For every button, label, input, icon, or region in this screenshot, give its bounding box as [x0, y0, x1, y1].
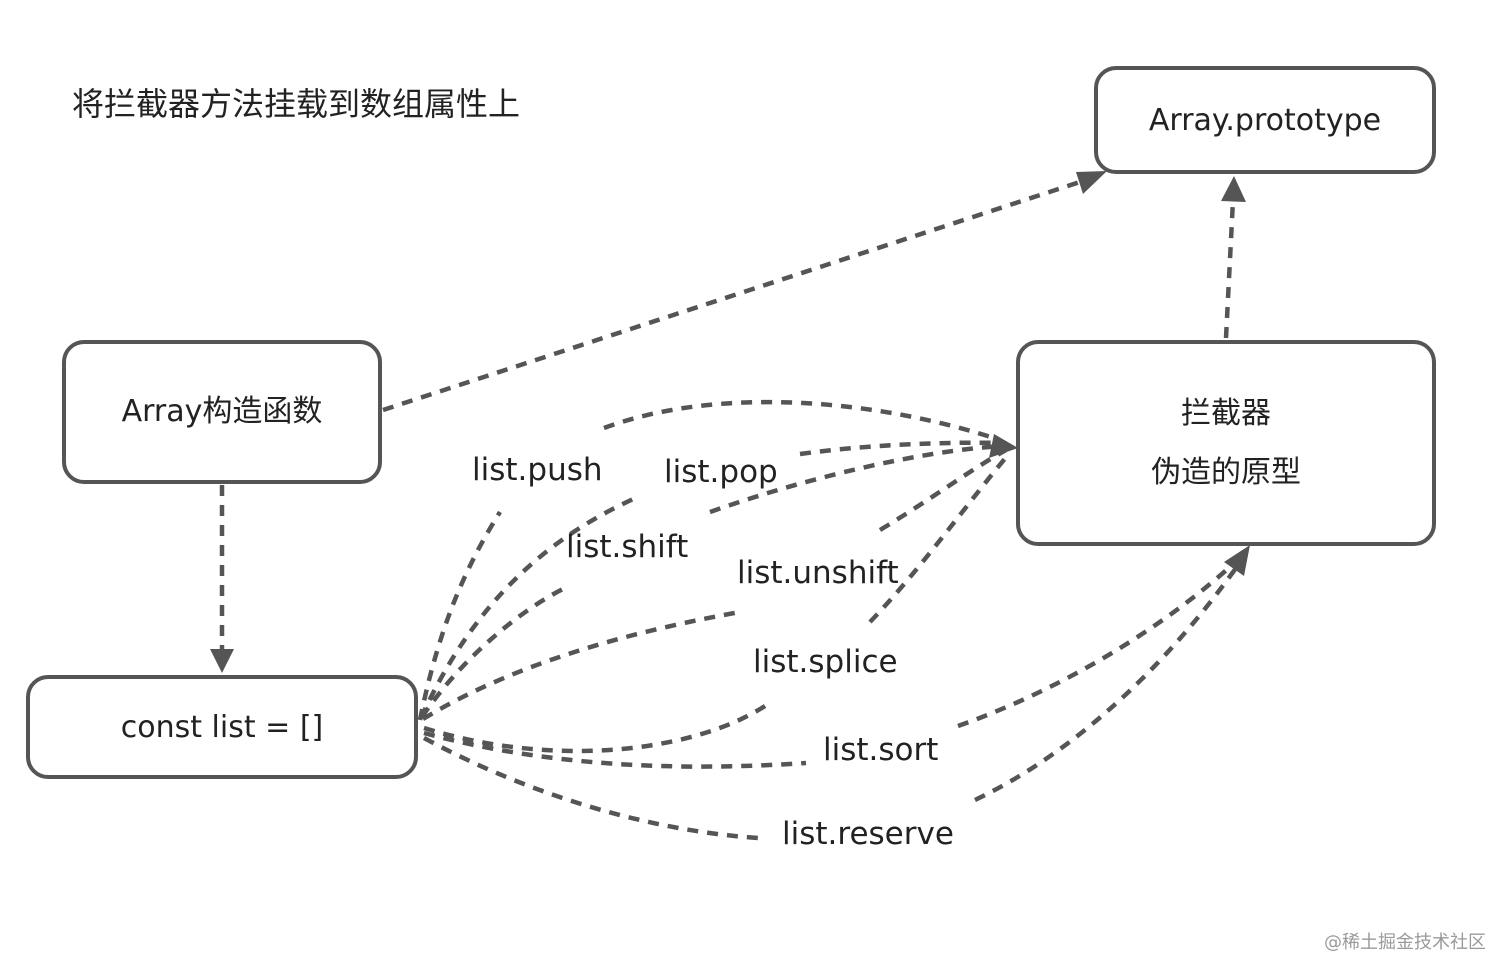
label-list-splice: list.splice: [753, 644, 898, 680]
edge-shift: [709, 443, 1006, 515]
node-array-constructor-label: Array构造函数: [122, 394, 323, 429]
node-interceptor: 拦截器 伪造的原型: [1016, 340, 1436, 546]
label-list-shift: list.shift: [566, 529, 688, 565]
watermark-text: @稀土掘金技术社区: [1324, 932, 1486, 953]
edge-sort: [957, 563, 1234, 729]
edge-splice: [868, 453, 1010, 624]
edge-splice: [423, 702, 770, 754]
edge-reserve: [422, 736, 759, 841]
diagram-title: 将拦截器方法挂载到数组属性上: [72, 85, 520, 123]
label-list-reserve: list.reserve: [782, 816, 954, 852]
node-interceptor-sublabel: 伪造的原型: [1151, 455, 1301, 490]
edge-sort: [423, 730, 807, 769]
label-list-pop: list.pop: [664, 454, 778, 490]
sort-reserve-arrowhead: [1224, 545, 1250, 576]
edge-constructor-to-prototype-arrowhead: [1076, 171, 1107, 194]
edge-pop: [418, 493, 641, 719]
label-list-unshift: list.unshift: [737, 555, 899, 591]
node-array-constructor: Array构造函数: [62, 340, 382, 484]
node-array-prototype-label: Array.prototype: [1149, 103, 1381, 138]
edge-constructor-to-prototype: [382, 177, 1087, 413]
edge-pop: [799, 440, 1006, 457]
edge-reserve: [974, 566, 1238, 803]
edge-interceptor-to-prototype-arrowhead: [1221, 176, 1246, 202]
edge-push: [417, 510, 502, 721]
label-list-sort: list.sort: [823, 732, 938, 768]
edge-interceptor-to-prototype: [1223, 199, 1236, 339]
edge-unshift: [878, 448, 1008, 532]
method-edges-arrowhead: [989, 434, 1018, 458]
edge-push: [603, 399, 1001, 443]
node-list-declaration-label: const list = []: [121, 710, 323, 745]
edge-unshift: [421, 609, 741, 721]
edge-constructor-to-list-arrowhead: [210, 649, 234, 673]
node-interceptor-label: 拦截器: [1181, 396, 1271, 431]
node-list-declaration: const list = []: [26, 675, 418, 779]
edge-shift: [420, 585, 566, 719]
label-list-push: list.push: [472, 452, 603, 488]
node-array-prototype: Array.prototype: [1094, 66, 1436, 174]
